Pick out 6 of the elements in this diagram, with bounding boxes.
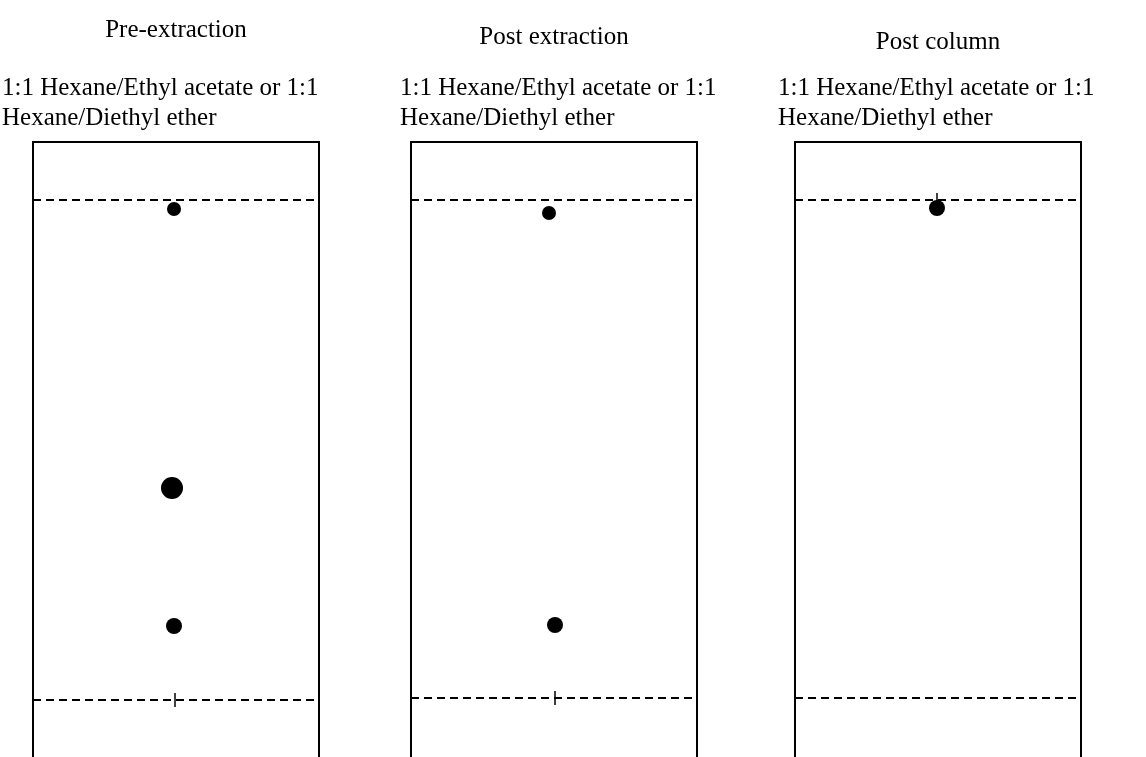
solvent-label: 1:1 Hexane/Ethyl acetate or 1:1 Hexane/Diethyl ether <box>778 72 1096 132</box>
solvent-label: 1:1 Hexane/Ethyl acetate or 1:1 Hexane/Diethyl ether <box>400 72 718 132</box>
solvent-label: 1:1 Hexane/Ethyl acetate or 1:1 Hexane/Diethyl ether <box>2 72 320 132</box>
column-title: Post column <box>874 26 1002 56</box>
column-title: Pre-extraction <box>104 14 248 44</box>
column-title: Post extraction <box>478 21 630 51</box>
